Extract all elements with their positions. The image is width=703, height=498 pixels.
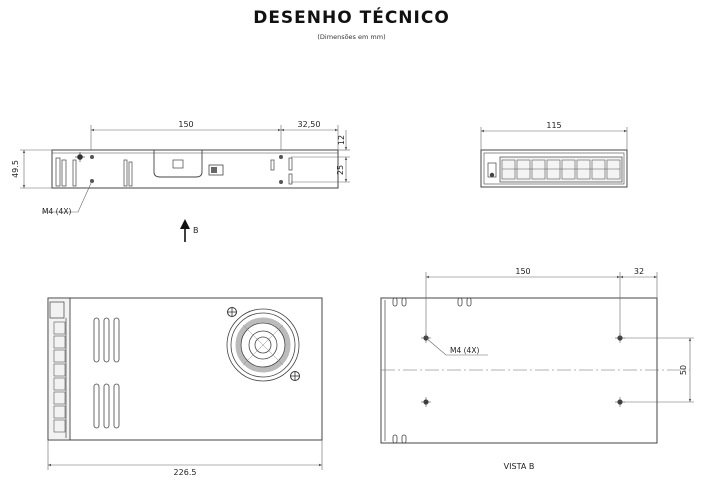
top-view-fan-screw-2 [290, 371, 300, 381]
dim-label-32-50: 32,50 [298, 120, 321, 129]
side-view-body [51, 149, 339, 189]
dim-label-b-50: 50 [679, 365, 688, 375]
dim-label-b-150: 150 [515, 267, 530, 276]
view-b-slots [392, 297, 472, 444]
front-view-body [480, 149, 628, 188]
side-view-mount-hole-5 [279, 180, 283, 184]
view-b-arrow [180, 219, 190, 242]
view-b-body [380, 297, 658, 444]
side-view [51, 149, 339, 189]
dim-label-49-5: 49.5 [11, 160, 20, 178]
dim-label-150: 150 [178, 120, 193, 129]
front-view-adjust-knob [487, 162, 497, 178]
side-view-screw-leader [42, 180, 93, 213]
front-view [480, 149, 628, 188]
dim-label-115: 115 [546, 121, 561, 130]
page-subtitle: (Dimensões em mm) [317, 33, 386, 41]
view-b-mount-hole-4 [615, 397, 625, 407]
page-title: DESENHO TÉCNICO [253, 8, 450, 28]
top-view-terminals [53, 321, 66, 433]
top-view-vents-upper [93, 317, 120, 363]
view-b-screw-leader [425, 337, 488, 356]
view-b-arrow-label: B [193, 226, 199, 235]
side-view-mount-hole-4 [279, 155, 283, 159]
view-b-screw-label: M4 (4X) [450, 346, 479, 355]
top-view-fan-screw-1 [227, 307, 237, 317]
top-view [47, 297, 323, 441]
view-b [380, 297, 690, 444]
top-view-body [47, 297, 323, 441]
dim-label-b-32: 32 [634, 267, 644, 276]
dim-label-12: 12 [337, 135, 346, 145]
side-view-mount-hole-2 [90, 155, 94, 159]
top-view-fan [226, 308, 300, 382]
side-view-screw-label: M4 (4X) [42, 207, 71, 216]
dim-label-226-5: 226.5 [174, 468, 197, 477]
dim-label-25: 25 [336, 165, 345, 175]
top-view-vents-lower [93, 383, 120, 429]
front-view-terminals [501, 159, 621, 180]
view-b-caption: VISTA B [504, 462, 535, 471]
view-b-mount-hole-3 [421, 397, 431, 407]
side-view-mount-hole-1 [75, 152, 85, 162]
